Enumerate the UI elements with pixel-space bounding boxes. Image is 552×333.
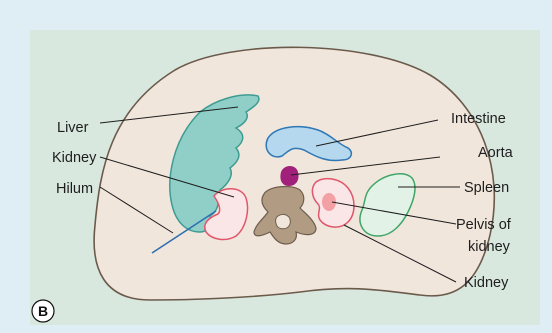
spinal-canal	[276, 214, 291, 228]
label-pelvis-line1: Pelvis of	[456, 217, 512, 233]
label-pelvis-line2: kidney	[468, 239, 511, 255]
label-liver: Liver	[57, 120, 89, 136]
label-intestine: Intestine	[451, 111, 506, 127]
label-kidney-right: Kidney	[464, 275, 509, 291]
aorta-shape	[280, 166, 298, 186]
label-hilum: Hilum	[56, 181, 93, 197]
label-spleen: Spleen	[464, 180, 509, 196]
panel-letter: B	[38, 303, 48, 319]
label-kidney-left: Kidney	[52, 150, 97, 166]
label-aorta: Aorta	[478, 145, 514, 161]
panel-letter-badge: B	[32, 300, 54, 322]
